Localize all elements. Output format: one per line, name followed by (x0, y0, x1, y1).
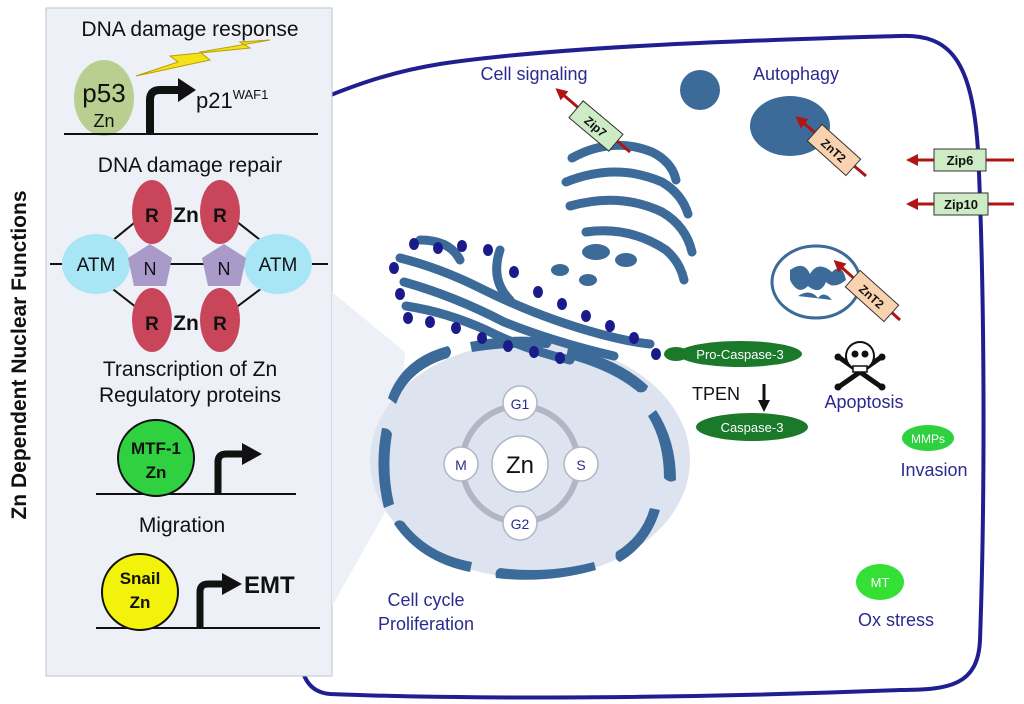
zip7-transporter: Zip7 (568, 100, 624, 152)
p21-label: p21WAF1 (196, 87, 268, 113)
transcription-arrow-2 (214, 450, 244, 494)
r-bottom-left-label: R (145, 314, 159, 335)
s-label: S (576, 457, 585, 473)
ox-stress-label: Ox stress (858, 610, 934, 630)
zn-top-label: Zn (173, 204, 199, 227)
snail-zn-label: Zn (130, 593, 151, 612)
emt-label: EMT (244, 572, 295, 599)
dna-damage-repair-label: DNA damage repair (98, 154, 282, 177)
golgi-vesicles (551, 244, 637, 286)
r-oval-top-left (132, 180, 172, 244)
pro-caspase3 (678, 341, 802, 367)
cell-cycle-line1: Cell cycle (387, 590, 464, 610)
atm-left-label: ATM (77, 255, 116, 276)
n-pentagon-left (128, 244, 172, 286)
r-oval-bottom-right (200, 288, 240, 352)
zn-center-label: Zn (506, 452, 534, 479)
snail-label: Snail (120, 569, 161, 588)
mmps (902, 425, 954, 451)
pro-caspase3-tail (664, 347, 688, 361)
p53-zn-label: Zn (93, 111, 114, 131)
zn-bottom-label: Zn (173, 312, 199, 335)
p53-label: p53 (82, 78, 125, 108)
m-phase (443, 446, 479, 482)
transcription-arrowhead-1 (178, 78, 196, 102)
atm-right (244, 234, 312, 294)
golgi-apparatus (561, 140, 697, 285)
mitochondrion-cristae (790, 265, 846, 300)
zip6-transporter (933, 148, 987, 172)
zip10-label: Zip10 (944, 197, 978, 212)
snail-protein (101, 553, 179, 631)
mt-protein (856, 564, 904, 600)
r-top-left-label: R (145, 206, 159, 227)
r-top-right-label: R (213, 206, 227, 227)
dna-damage-response-label: DNA damage response (81, 18, 298, 41)
transcription-arrow-1 (146, 86, 180, 134)
n-left-label: N (144, 259, 157, 279)
zn-center-circle (491, 435, 549, 493)
n-pentagon-right (202, 244, 246, 286)
s-phase (563, 446, 599, 482)
autophagy-label: Autophagy (753, 64, 839, 84)
transcription-line2: Regulatory proteins (99, 384, 281, 407)
apoptosis-label: Apoptosis (824, 392, 903, 412)
cell-signaling-label: Cell signaling (480, 64, 587, 84)
transcription-arrowhead-3 (222, 573, 242, 595)
r-oval-top-right (200, 180, 240, 244)
skull-crossbones-icon (834, 341, 886, 391)
znt2-mito-transporter: ZnT2 (844, 269, 900, 323)
side-title: Zn Dependent Nuclear Functions (8, 190, 31, 519)
nucleus-callout (332, 292, 405, 606)
g1-label: G1 (511, 396, 530, 412)
mtf1-label: MTF-1 (131, 439, 181, 458)
atm-left (62, 234, 130, 294)
transcription-arrow-3 (196, 580, 224, 628)
g1-phase (502, 385, 538, 421)
nuclear-envelope (378, 336, 676, 580)
mt-label: MT (871, 575, 890, 590)
g2-label: G2 (511, 516, 530, 532)
mtf1-protein (117, 419, 195, 497)
p53-protein (74, 60, 134, 136)
g2-phase (502, 505, 538, 541)
autophagy-vesicle-small (680, 70, 720, 110)
mtf1-zn-label: Zn (146, 463, 167, 482)
transcription-line1: Transcription of Zn (103, 358, 277, 381)
invasion-label: Invasion (900, 460, 967, 480)
pro-caspase3-label: Pro-Caspase-3 (696, 347, 783, 362)
zip10-transporter (933, 192, 989, 216)
zip6-label: Zip6 (947, 153, 974, 168)
tpen-label: TPEN (692, 384, 740, 404)
caspase3-label: Caspase-3 (721, 420, 784, 435)
atm-right-label: ATM (259, 255, 298, 276)
endoplasmic-reticulum (395, 235, 655, 365)
m-label: M (455, 457, 467, 473)
transcription-arrowhead-2 (242, 443, 262, 465)
mmps-label: MMPs (911, 432, 945, 446)
n-right-label: N (218, 259, 231, 279)
lightning-bolt-icon (135, 39, 271, 77)
migration-label: Migration (139, 514, 225, 537)
r-oval-bottom-left (132, 288, 172, 352)
ribosomes (389, 238, 661, 364)
r-bottom-right-label: R (213, 314, 227, 335)
caspase3 (696, 413, 808, 441)
cell-cycle-line2: Proliferation (378, 614, 474, 634)
